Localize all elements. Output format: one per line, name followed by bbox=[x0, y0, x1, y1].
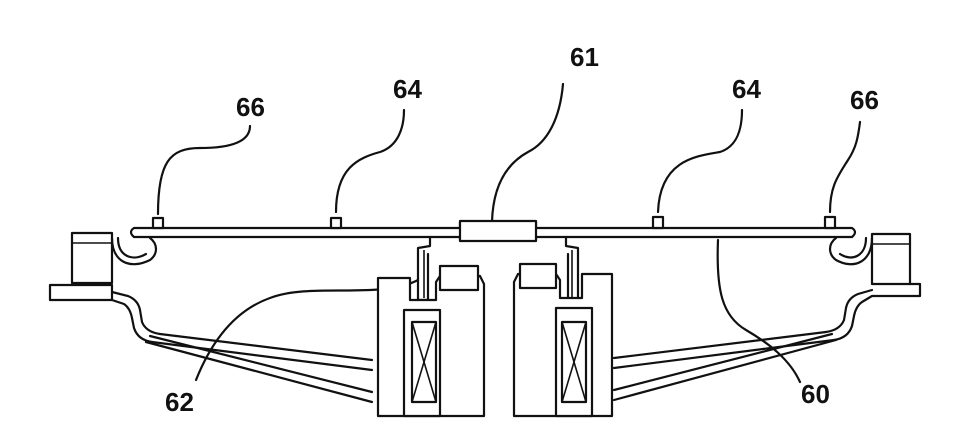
pad-66-left bbox=[151, 216, 165, 230]
left-magnet bbox=[376, 264, 486, 418]
label-60: 60 bbox=[801, 379, 830, 409]
left-frame bbox=[48, 231, 374, 404]
right-magnet bbox=[512, 262, 614, 418]
label-64-right: 64 bbox=[732, 74, 761, 104]
pad-64-left bbox=[329, 216, 343, 230]
label-66-left: 66 bbox=[236, 92, 265, 122]
leader-66-left bbox=[156, 124, 252, 216]
leader-60 bbox=[716, 238, 802, 384]
leader-64-right bbox=[656, 108, 744, 214]
label-62: 62 bbox=[165, 387, 194, 417]
label-64-left: 64 bbox=[393, 74, 422, 104]
component-61 bbox=[458, 219, 538, 243]
pad-66-right bbox=[823, 215, 837, 230]
pad-64-right bbox=[651, 215, 665, 230]
leader-64-left bbox=[334, 108, 406, 214]
leader-61 bbox=[490, 82, 565, 224]
plate-60 bbox=[129, 215, 857, 243]
label-61: 61 bbox=[570, 42, 599, 72]
leader-66-right bbox=[828, 120, 862, 214]
leader-lines bbox=[156, 82, 862, 384]
hangers-62 bbox=[416, 235, 580, 302]
label-66-right: 66 bbox=[850, 85, 879, 115]
right-frame bbox=[612, 232, 922, 402]
